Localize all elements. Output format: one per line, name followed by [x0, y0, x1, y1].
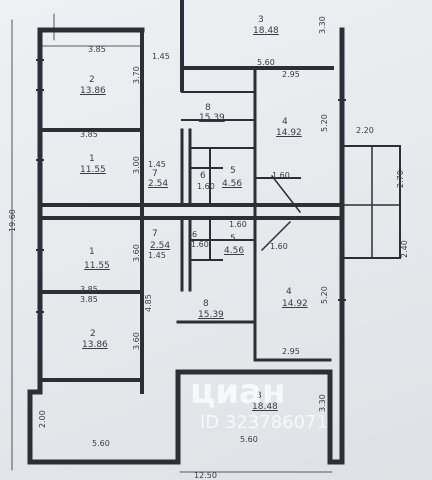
- room-number: 4: [286, 287, 292, 297]
- dimension-label: 1.60: [272, 171, 290, 180]
- room-area: 4.56: [224, 246, 245, 256]
- watermark-id: ID 323786071: [200, 412, 328, 433]
- room-area: 1.60: [191, 240, 209, 249]
- dimension-label: 3.85: [88, 45, 106, 54]
- veranda-outline: [341, 145, 401, 259]
- dimension-label: 1.60: [229, 220, 247, 229]
- dimension-label: 2.70: [396, 170, 405, 188]
- room-number: 8: [205, 103, 211, 113]
- room-number: 1: [89, 247, 95, 257]
- room-number: 4: [282, 117, 288, 127]
- dimension-label: 1.45: [148, 251, 166, 260]
- room-number: 5: [230, 166, 236, 176]
- dimension-label: 2.00: [38, 410, 47, 428]
- room-area: 15.39: [198, 310, 224, 320]
- room-area: 14.92: [276, 128, 302, 138]
- hall-wall-lower: [180, 216, 192, 292]
- room-area: 14.92: [282, 299, 308, 309]
- dimension-label: 12.50: [194, 471, 217, 480]
- dimension-label: 5.20: [320, 286, 329, 304]
- room-number: 6: [192, 230, 198, 239]
- room-number: 7: [152, 169, 158, 179]
- dimension-label: 5.60: [92, 439, 110, 448]
- dimension-label: 3.30: [318, 16, 327, 34]
- stair-diagonal: [260, 174, 302, 252]
- watermark-logo: циан: [190, 372, 286, 412]
- dimension-label: 2.95: [282, 70, 300, 79]
- room-area: 13.86: [80, 86, 106, 96]
- dimension-label: 1.45: [152, 52, 170, 61]
- outer-wall: [27, 27, 345, 465]
- dimension-label: 19.60: [8, 209, 17, 232]
- room-area: 2.54: [150, 241, 171, 251]
- room-area: 18.48: [252, 402, 278, 412]
- dimension-label: 3.85: [80, 295, 98, 304]
- window-marks: [36, 59, 346, 313]
- room-number: 2: [89, 75, 95, 85]
- dimension-label: 3.00: [132, 156, 141, 174]
- dimension-label: 1.60: [270, 242, 288, 251]
- dimension-label: 3.60: [132, 332, 141, 350]
- wall-bath: [189, 147, 256, 206]
- veranda-inner: [341, 145, 401, 259]
- room-area: 11.55: [84, 261, 110, 271]
- dimension-label: 2.20: [356, 126, 374, 135]
- room-number: 6: [200, 171, 206, 181]
- dimension-label: 3.70: [132, 66, 141, 84]
- room-area: 15.39: [199, 113, 225, 123]
- room-area: 4.56: [222, 179, 243, 189]
- room-number: 5: [230, 234, 236, 244]
- dimension-label: 5.20: [320, 114, 329, 132]
- room-area: 18.48: [253, 26, 279, 36]
- room-number: 8: [203, 299, 209, 309]
- dimension-label: 3.85: [80, 285, 98, 294]
- room-area: 2.54: [148, 179, 169, 189]
- dimension-label: 2.40: [400, 240, 409, 258]
- dimension-label: 5.60: [257, 58, 275, 67]
- dimension-label: 3.60: [132, 244, 141, 262]
- room-number: 2: [90, 329, 96, 339]
- room-number: 3: [256, 391, 262, 401]
- hall-wall-upper: [180, 128, 192, 207]
- room-number: 3: [258, 15, 264, 25]
- room-number: 1: [89, 154, 95, 164]
- room-number: 7: [152, 229, 158, 239]
- room-area: 13.86: [82, 340, 108, 350]
- dimension-label: 3.85: [80, 130, 98, 139]
- dimension-label: 1.45: [148, 160, 166, 169]
- room-area: 1.60: [197, 182, 215, 191]
- hall-floor-lines: [181, 91, 256, 121]
- top-room-wall: [140, 0, 184, 92]
- dimension-lines: [11, 13, 333, 473]
- dimension-label: 5.60: [240, 435, 258, 444]
- dimension-label: 2.95: [282, 347, 300, 356]
- wall-bath-lower: [189, 217, 256, 261]
- room-area: 11.55: [80, 165, 106, 175]
- dimension-label: 4.85: [144, 294, 153, 312]
- dimension-label: 3.30: [318, 394, 327, 412]
